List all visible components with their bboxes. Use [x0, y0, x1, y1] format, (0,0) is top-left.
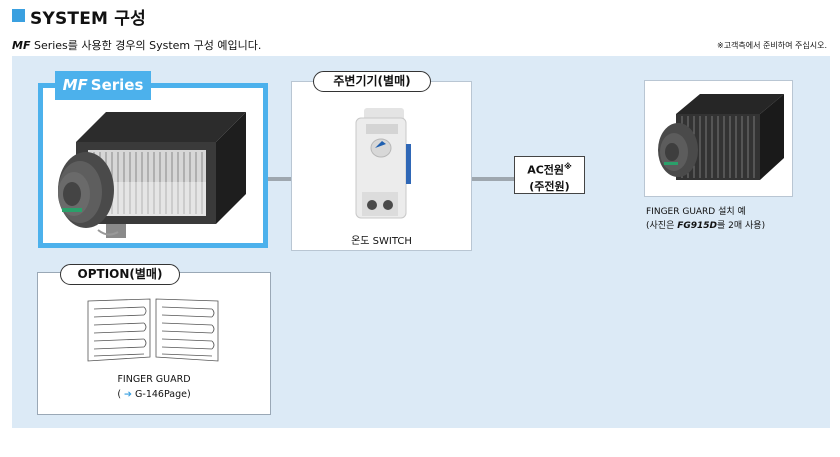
option-frame	[37, 272, 271, 415]
subtitle-text: Series를 사용한 경우의 System 구성 예입니다.	[30, 39, 262, 52]
ac-power-line2: (주전원)	[529, 179, 570, 193]
fg-note-model: FG915D	[677, 221, 718, 231]
finger-guard-installed-image	[658, 94, 784, 180]
page-ref-open: (	[117, 389, 125, 400]
finger-guard-example-note: (사진은 FG915D를 2매 사용)	[646, 218, 765, 231]
page-ref-text: G-146Page)	[132, 389, 191, 400]
option-page-ref: ( ➔ G-146Page)	[37, 389, 271, 400]
ac-power-text: AC전원	[527, 163, 565, 177]
peripheral-label: 주변기기(별매)	[313, 71, 431, 92]
finger-guard-example-caption: FINGER GUARD 설치 예	[646, 207, 746, 217]
cross-flow-fan-image	[58, 112, 246, 238]
page-title: SYSTEM 구성	[30, 9, 146, 29]
fg-note-suffix: 를 2매 사용)	[717, 221, 766, 231]
arrow-right-icon: ➔	[124, 389, 133, 400]
temperature-switch-caption: 온도 SWITCH	[351, 236, 412, 247]
mf-series-brand: MF	[62, 76, 88, 94]
option-label: OPTION(별매)	[60, 264, 180, 285]
ac-power-line1: AC전원※	[515, 159, 584, 179]
ac-power-box: AC전원※ (주전원)	[514, 156, 585, 194]
ac-power-mark: ※	[564, 162, 572, 171]
mf-series-text: Series	[90, 76, 144, 94]
finger-guard-drawing	[87, 298, 219, 362]
customer-note: ※고객측에서 준비하여 주십시오.	[716, 41, 827, 50]
option-caption: FINGER GUARD	[117, 374, 191, 385]
title-marker	[12, 9, 25, 22]
fg-note-prefix: (사진은	[646, 221, 678, 231]
temperature-switch-image	[355, 108, 411, 219]
subtitle-brand: MF	[12, 39, 31, 52]
page-subtitle: MF Series를 사용한 경우의 System 구성 예입니다.	[12, 37, 261, 53]
